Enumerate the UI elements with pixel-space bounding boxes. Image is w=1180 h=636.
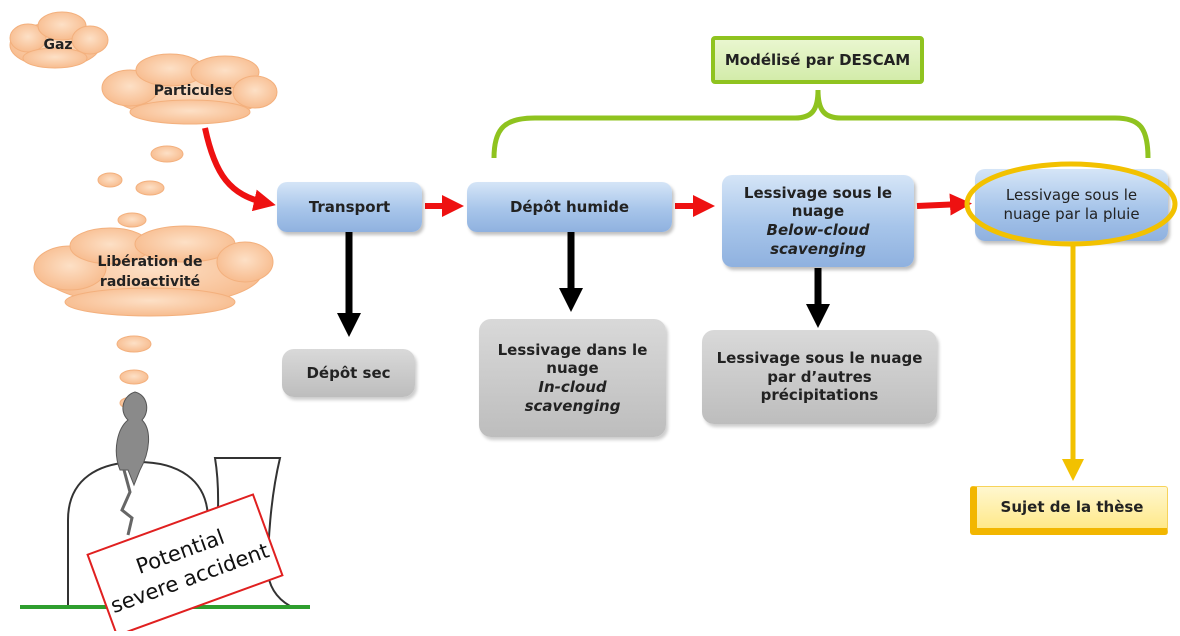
cloud-liberation [33, 225, 274, 317]
descam-label-text: Modélisé par DESCAM [724, 50, 911, 69]
descam-label: Modélisé par DESCAM [711, 36, 924, 84]
node-depot-humide: Dépôt humide [467, 182, 672, 232]
cloud-gaz [9, 11, 109, 69]
other-precip-line-1: Lessivage sous le nuage [716, 348, 923, 367]
other-precip-line-3: précipitations [760, 386, 879, 405]
rain-line-2: nuage par la pluie [1003, 205, 1140, 223]
node-rain-scavenging: Lessivage sous le nuage par la pluie [975, 169, 1168, 241]
node-other-precip: Lessivage sous le nuage par d’autres pré… [702, 330, 937, 424]
below-cloud-line-2: nuage [791, 202, 845, 221]
in-cloud-line-2: nuage [546, 359, 599, 378]
liberation-line-2: radioactivité [99, 274, 201, 291]
below-cloud-italic-1: Below-cloud [766, 221, 870, 239]
liberation-line-1: Libération de [97, 254, 203, 270]
cloud-particules [101, 53, 278, 125]
in-cloud-italic-1: In-cloud [538, 378, 607, 396]
warning-sign [86, 493, 284, 631]
node-depot-sec: Dépôt sec [282, 349, 415, 397]
sujet-label-text: Sujet de la thèse [1000, 498, 1144, 517]
rain-line-1: Lessivage sous le [1005, 186, 1138, 205]
cloud-label-liberation: Libération de radioactivité [70, 252, 230, 293]
arrow-particules-to-transport [202, 127, 276, 212]
node-below-cloud: Lessivage sous le nuage Below-cloud scav… [722, 175, 914, 267]
in-cloud-line-1: Lessivage dans le [497, 340, 648, 359]
sujet-label: Sujet de la thèse [970, 486, 1168, 535]
cloud-label-gaz: Gaz [43, 37, 73, 53]
below-cloud-line-1: Lessivage sous le [743, 183, 893, 202]
node-depot-humide-label: Dépôt humide [509, 197, 630, 216]
descam-brace [491, 89, 1151, 159]
node-in-cloud: Lessivage dans le nuage In-cloud scaveng… [479, 319, 666, 437]
node-transport-label: Transport [308, 197, 391, 216]
node-depot-sec-label: Dépôt sec [306, 363, 391, 382]
below-cloud-italic-2: scavenging [770, 239, 866, 258]
highlight-ellipse [964, 161, 1178, 247]
other-precip-line-2: par d’autres [767, 367, 872, 386]
cloud-label-particules: Particules [153, 83, 233, 99]
arrow-below-cloud-to-rain [916, 193, 972, 216]
node-transport: Transport [277, 182, 422, 232]
in-cloud-italic-2: scavenging [524, 396, 621, 415]
cloud-puffs [97, 145, 184, 410]
